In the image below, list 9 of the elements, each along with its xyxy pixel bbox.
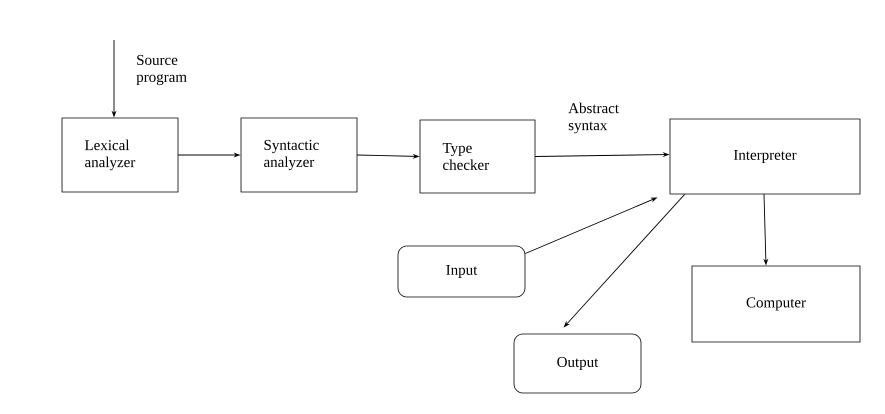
- process-box: Interpreter: [670, 118, 860, 194]
- io-box: Input: [398, 246, 526, 298]
- process-box: Type checker: [420, 120, 536, 194]
- process-box: Lexical analyzer: [62, 118, 178, 192]
- io-box: Output: [514, 334, 642, 394]
- edge-label: Source program: [136, 54, 187, 86]
- process-box: Computer: [692, 266, 860, 342]
- process-box: Syntactic analyzer: [240, 118, 358, 192]
- edge-label: Abstract syntax: [568, 102, 619, 134]
